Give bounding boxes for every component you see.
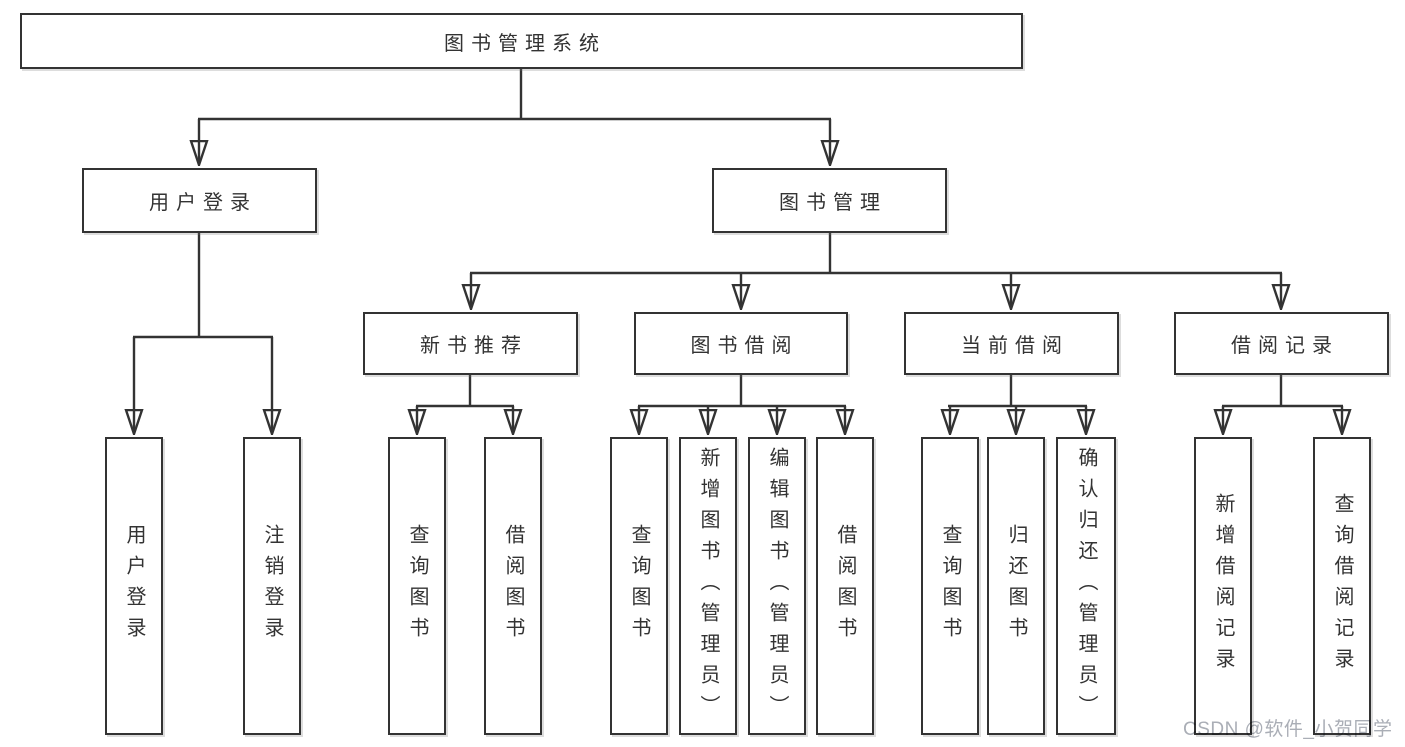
leaf-cb-confirm-return-label: 确认归还（管理员） bbox=[1075, 446, 1097, 726]
leaf-bb-query-books: 查询图书 bbox=[610, 437, 668, 735]
leaf-nb-borrow-books-label: 借阅图书 bbox=[502, 524, 524, 648]
leaf-nb-borrow-books: 借阅图书 bbox=[484, 437, 542, 735]
leaf-cb-query-books: 查询图书 bbox=[921, 437, 979, 735]
node-book-management: 图书管理 bbox=[712, 168, 947, 233]
leaf-cb-confirm-return: 确认归还（管理员） bbox=[1056, 437, 1116, 735]
leaf-cb-query-books-label: 查询图书 bbox=[939, 524, 961, 648]
leaf-user-login: 用户登录 bbox=[105, 437, 163, 735]
node-new-book-recommend: 新书推荐 bbox=[363, 312, 578, 375]
node-current-borrow: 当前借阅 bbox=[904, 312, 1119, 375]
leaf-user-login-label: 用户登录 bbox=[123, 524, 145, 648]
leaf-bb-add-books-label: 新增图书（管理员） bbox=[697, 446, 719, 726]
leaf-bb-borrow-books-label: 借阅图书 bbox=[834, 524, 856, 648]
leaf-cb-return-books: 归还图书 bbox=[987, 437, 1045, 735]
leaf-nb-query-books-label: 查询图书 bbox=[406, 524, 428, 648]
watermark: CSDN @软件_小贺同学 bbox=[1183, 719, 1393, 740]
node-user-login: 用户登录 bbox=[82, 168, 317, 233]
leaf-logout-label: 注销登录 bbox=[261, 524, 283, 648]
leaf-br-query-record-label: 查询借阅记录 bbox=[1331, 493, 1353, 679]
leaf-bb-edit-books: 编辑图书（管理员） bbox=[748, 437, 806, 735]
leaf-bb-query-books-label: 查询图书 bbox=[628, 524, 650, 648]
leaf-nb-query-books: 查询图书 bbox=[388, 437, 446, 735]
leaf-bb-edit-books-label: 编辑图书（管理员） bbox=[766, 446, 788, 726]
leaf-logout: 注销登录 bbox=[243, 437, 301, 735]
node-book-borrow: 图书借阅 bbox=[634, 312, 848, 375]
leaf-br-add-record: 新增借阅记录 bbox=[1194, 437, 1252, 735]
node-borrow-records: 借阅记录 bbox=[1174, 312, 1389, 375]
leaf-br-query-record: 查询借阅记录 bbox=[1313, 437, 1371, 735]
leaf-bb-add-books: 新增图书（管理员） bbox=[679, 437, 737, 735]
leaf-br-add-record-label: 新增借阅记录 bbox=[1212, 493, 1234, 679]
leaf-cb-return-books-label: 归还图书 bbox=[1005, 524, 1027, 648]
node-root: 图书管理系统 bbox=[20, 13, 1023, 69]
leaf-bb-borrow-books: 借阅图书 bbox=[816, 437, 874, 735]
